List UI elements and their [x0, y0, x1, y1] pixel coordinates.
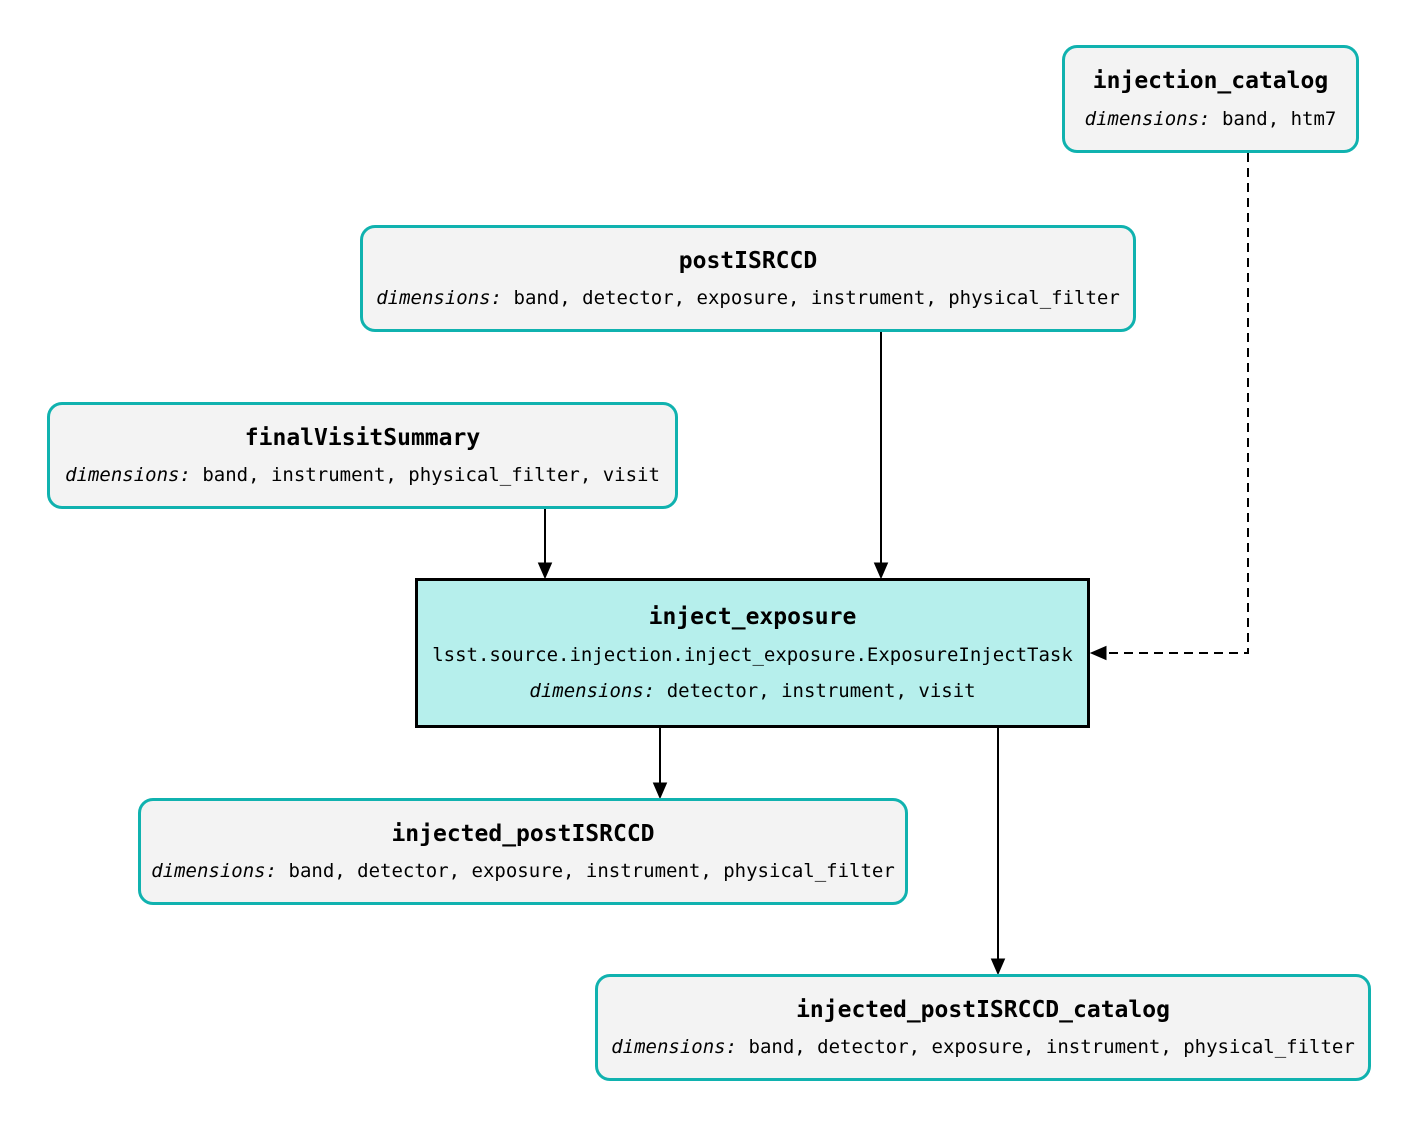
node-dimensions: dimensions: band, detector, exposure, in… — [376, 287, 1120, 309]
arrowhead — [1089, 645, 1107, 661]
node-injected-postisrccd-catalog: injected_postISRCCD_catalog dimensions: … — [595, 974, 1371, 1081]
node-postisrccd: postISRCCD dimensions: band, detector, e… — [360, 225, 1136, 332]
dimensions-value: band, instrument, physical_filter, visit — [202, 464, 660, 487]
node-title: injection_catalog — [1092, 68, 1329, 94]
dimensions-value: band, htm7 — [1221, 108, 1337, 130]
dimensions-label: dimensions: — [529, 680, 656, 702]
node-finalvisitsummary: finalVisitSummary dimensions: band, inst… — [47, 402, 678, 509]
node-title: inject_exposure — [648, 604, 857, 630]
arrowhead — [652, 782, 668, 800]
dimensions-label: dimensions: — [65, 464, 191, 487]
dimensions-label: dimensions: — [1084, 108, 1211, 130]
dimensions-label: dimensions: — [611, 1036, 738, 1059]
node-dimensions: dimensions: band, detector, exposure, in… — [611, 1036, 1355, 1058]
node-title: injected_postISRCCD — [391, 820, 655, 847]
node-title: injected_postISRCCD_catalog — [796, 996, 1170, 1023]
arrowhead — [990, 958, 1006, 976]
dimensions-value: detector, instrument, visit — [666, 680, 976, 702]
node-dimensions: dimensions: band, htm7 — [1085, 108, 1337, 130]
arrowhead — [537, 562, 553, 580]
dimensions-label: dimensions: — [376, 287, 503, 310]
dimensions-label: dimensions: — [151, 860, 278, 883]
node-dimensions: dimensions: detector, instrument, visit — [529, 680, 975, 702]
task-class: lsst.source.injection.inject_exposure.Ex… — [432, 644, 1073, 666]
node-title: postISRCCD — [678, 247, 818, 274]
node-inject-exposure-task: inject_exposure lsst.source.injection.in… — [415, 578, 1090, 728]
node-injected-postisrccd: injected_postISRCCD dimensions: band, de… — [138, 798, 908, 905]
dimensions-value: band, detector, exposure, instrument, ph… — [513, 287, 1120, 310]
node-dimensions: dimensions: band, instrument, physical_f… — [65, 464, 660, 486]
arrowhead — [873, 562, 889, 580]
dimensions-value: band, detector, exposure, instrument, ph… — [748, 1036, 1355, 1059]
dimensions-value: band, detector, exposure, instrument, ph… — [288, 860, 895, 883]
node-title: finalVisitSummary — [244, 424, 481, 451]
node-dimensions: dimensions: band, detector, exposure, in… — [151, 860, 895, 882]
node-injection-catalog: injection_catalog dimensions: band, htm7 — [1062, 45, 1359, 153]
